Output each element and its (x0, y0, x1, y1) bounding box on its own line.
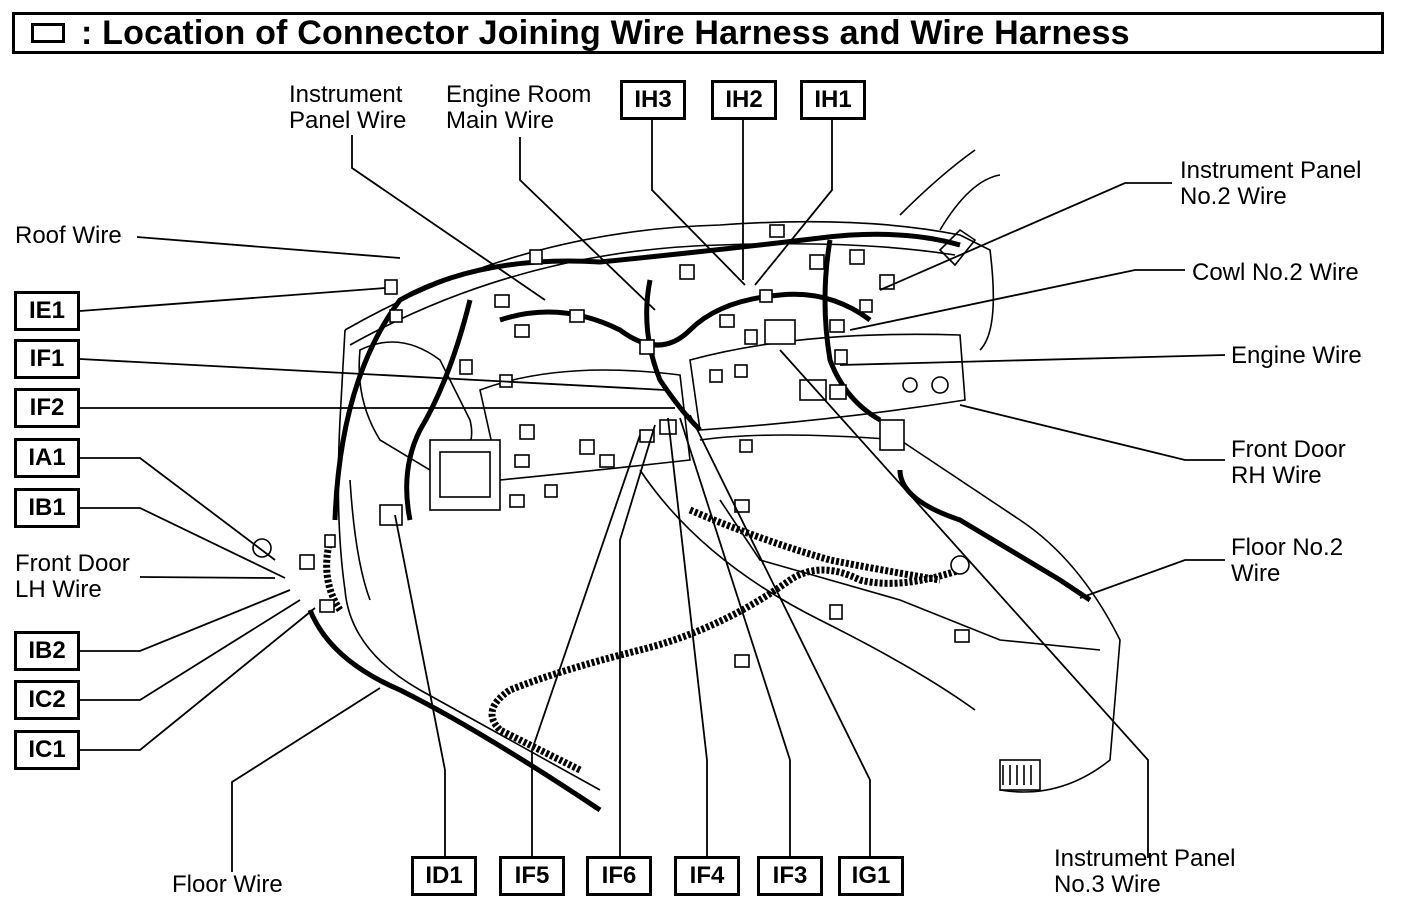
wire-harness-bundles (307, 231, 1092, 813)
connector-ih3: IH3 (620, 80, 686, 120)
connector-ic1: IC1 (14, 730, 80, 770)
label-engine-wire: Engine Wire (1231, 342, 1362, 369)
connector-ih1: IH1 (800, 80, 866, 120)
connector-ib1: IB1 (14, 488, 80, 528)
label-instrument-panel-no3-wire: Instrument Panel No.3 Wire (1054, 845, 1236, 898)
label-engine-room-main-wire: Engine Room Main Wire (446, 81, 592, 134)
connector-id1: ID1 (411, 856, 477, 896)
label-roof-wire: Roof Wire (15, 222, 122, 249)
label-floor-no2-wire: Floor No.2 Wire (1231, 534, 1344, 587)
connector-ih2: IH2 (711, 80, 777, 120)
label-front-door-lh-wire: Front Door LH Wire (15, 550, 130, 603)
connector-if2: IF2 (14, 388, 80, 428)
connector-blocks (252, 224, 970, 668)
label-floor-wire: Floor Wire (172, 871, 283, 898)
connector-if5: IF5 (499, 856, 565, 896)
label-instrument-panel-wire: Instrument Panel Wire (289, 81, 407, 134)
page-title: : Location of Connector Joining Wire Har… (81, 13, 1130, 52)
leader-lines (79, 120, 1226, 872)
connector-if1: IF1 (14, 339, 80, 379)
connector-if4: IF4 (674, 856, 740, 896)
connector-ia1: IA1 (14, 438, 80, 478)
square-box-icon (31, 23, 65, 43)
connector-ig1: IG1 (838, 856, 904, 896)
connector-ie1: IE1 (14, 291, 80, 331)
connector-ib2: IB2 (14, 631, 80, 671)
connector-ic2: IC2 (14, 680, 80, 720)
connector-if3: IF3 (757, 856, 823, 896)
label-front-door-rh-wire: Front Door RH Wire (1231, 436, 1346, 489)
label-cowl-no2-wire: Cowl No.2 Wire (1192, 259, 1359, 286)
connector-if6: IF6 (586, 856, 652, 896)
title-bar: : Location of Connector Joining Wire Har… (12, 12, 1384, 54)
label-instrument-panel-no2-wire: Instrument Panel No.2 Wire (1180, 157, 1362, 210)
corrugated-harness (323, 506, 962, 774)
